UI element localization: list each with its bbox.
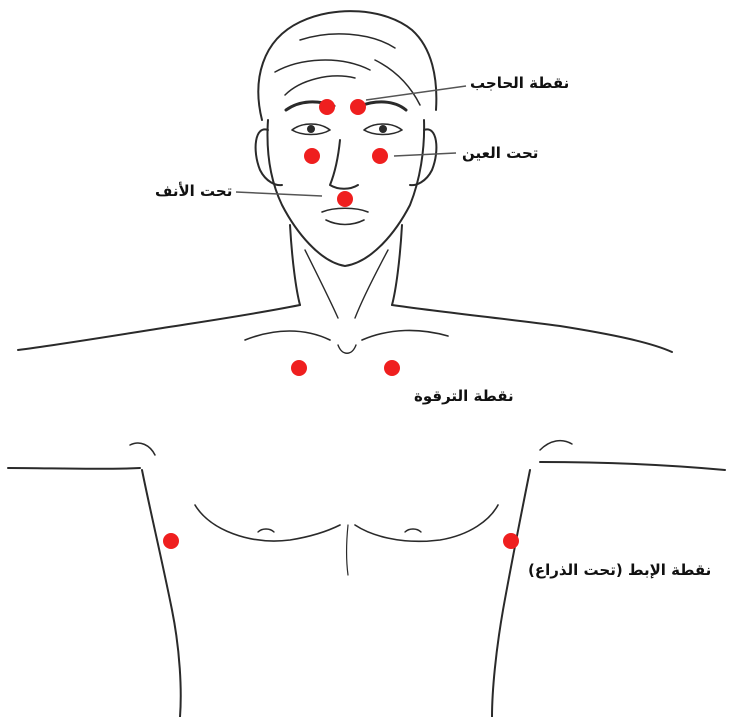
right-eyebrow — [360, 102, 406, 110]
right-arm-top-fold — [540, 441, 572, 450]
eyebrow-left-point — [319, 99, 335, 115]
right-pectoral — [355, 505, 498, 541]
under-eye-right-point — [372, 148, 388, 164]
eyebrow-right-point — [350, 99, 366, 115]
under-eye-leader-line — [394, 153, 456, 156]
left-arm-top-fold — [130, 443, 155, 455]
neck-right — [392, 225, 402, 305]
under-nose-label: تحت الأنف — [155, 184, 232, 199]
underarm-left-point — [163, 533, 179, 549]
hair-strands — [275, 34, 420, 105]
sternal-notch — [338, 345, 356, 353]
nose — [330, 140, 358, 189]
collarbone-point-label: نقطة الترقوة — [414, 389, 514, 404]
left-torso-side — [142, 470, 181, 717]
under-nose-point — [337, 191, 353, 207]
eyebrow-point-label: نقطة الحاجب — [470, 76, 569, 91]
hair-outline — [258, 11, 436, 120]
chest-center — [347, 525, 349, 575]
collarbone-left-point — [291, 360, 307, 376]
under-eye-label: تحت العين — [462, 146, 538, 161]
neck-muscles — [305, 250, 388, 318]
left-nipple — [258, 529, 274, 532]
right-shoulder-line — [392, 305, 672, 352]
underarm-point-label: نقطة الإبط (تحت الذراع) — [528, 563, 711, 578]
under-nose-leader-line — [236, 192, 322, 196]
right-nipple — [405, 529, 421, 532]
left-pectoral — [195, 505, 340, 541]
collarbone-right-point — [384, 360, 400, 376]
left-arm-underside — [8, 468, 140, 469]
mouth — [322, 208, 368, 224]
neck-left — [290, 225, 300, 305]
right-collarbone — [362, 330, 448, 340]
underarm-right-point — [503, 533, 519, 549]
under-eye-left-point — [304, 148, 320, 164]
right-arm-underside — [540, 462, 725, 470]
left-collarbone — [245, 331, 330, 340]
left-shoulder-line — [18, 305, 300, 350]
